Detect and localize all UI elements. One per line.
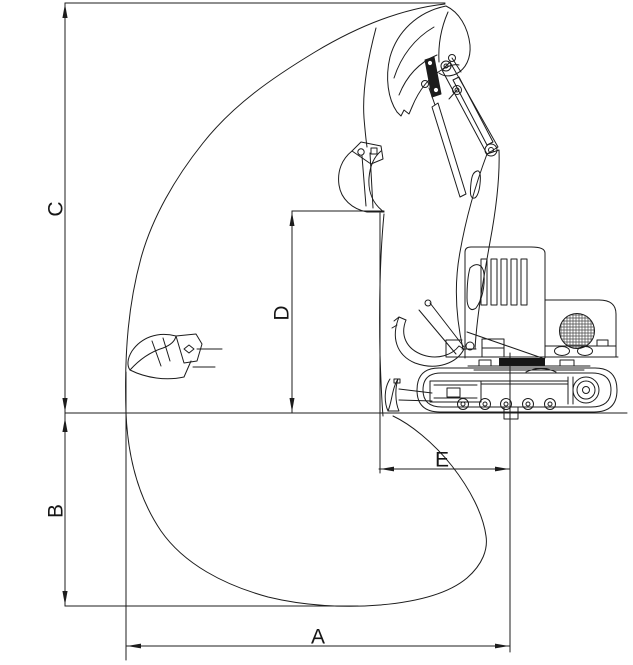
- swing-bearing: [467, 358, 591, 371]
- dozer-blade: [384, 378, 433, 412]
- windshield: [466, 264, 485, 311]
- front-idler: [429, 380, 482, 403]
- envelope-inner-arc-top: [363, 27, 377, 148]
- fan-grille: [559, 313, 595, 349]
- boom: [455, 149, 500, 350]
- bucket-far-left: [127, 333, 223, 380]
- dimension-label-d: D: [270, 305, 294, 321]
- dimension-label-a: A: [310, 625, 326, 649]
- dimension-label-c: C: [44, 201, 68, 217]
- engine-housing: [544, 299, 617, 358]
- front-box: [481, 338, 505, 358]
- bucket-cylinder: [431, 102, 467, 198]
- dimension-label-b: B: [44, 503, 68, 519]
- dimension-label-e: E: [434, 448, 450, 472]
- dimension-arrowheads: [62, 4, 509, 649]
- cab-window-bars: [480, 258, 528, 306]
- digging-arc: [379, 213, 385, 417]
- rear-vent-right: [577, 346, 593, 356]
- upper-body: [445, 246, 619, 359]
- dimension-lines: [62, 2, 628, 661]
- rear-vent-left: [554, 346, 570, 356]
- boom-slot: [469, 170, 481, 199]
- road-wheels: [457, 398, 556, 410]
- bucket-pivot: [440, 60, 452, 72]
- excavator: [127, 5, 619, 420]
- bucket-mid-position: [338, 141, 385, 213]
- arm-cylinder: [452, 76, 494, 146]
- bucket-near-body: [391, 299, 465, 367]
- envelope-outer-curve: [125, 3, 487, 607]
- boom-foot-pivot: [465, 341, 475, 351]
- boom-arm-assembly: [421, 54, 500, 351]
- working-envelope: [125, 3, 487, 607]
- cab: [464, 246, 546, 359]
- track-outline: [416, 367, 618, 413]
- bucket-linkage: [421, 54, 462, 100]
- deck: [445, 339, 619, 358]
- undercarriage: [416, 367, 618, 420]
- bucket-max-height: [387, 5, 471, 117]
- track-inner: [422, 372, 612, 408]
